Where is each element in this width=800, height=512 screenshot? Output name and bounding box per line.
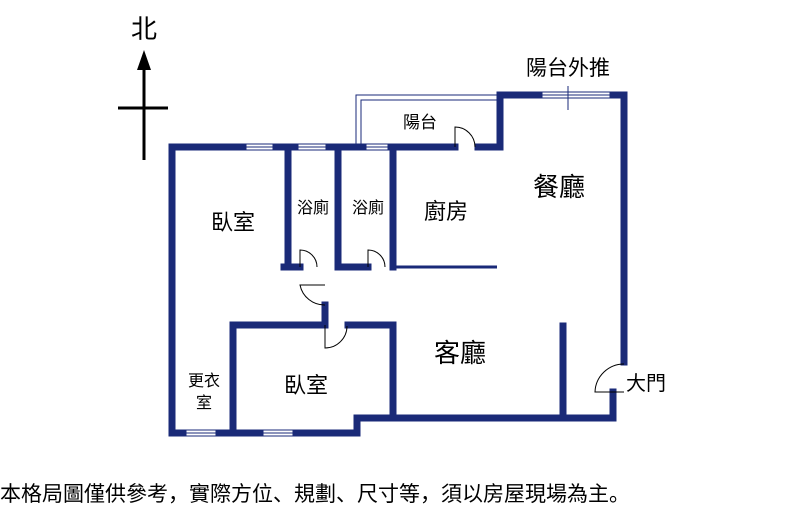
north-label: 北 — [131, 15, 157, 45]
label-balcony-push-out: 陽台外推 — [526, 56, 610, 80]
window-bath-1 — [297, 143, 327, 151]
door-bath-1 — [299, 249, 318, 268]
door-bedroom-2 — [324, 325, 348, 349]
label-living: 客廳 — [434, 339, 486, 369]
label-closet-line2: 室 — [196, 393, 212, 412]
door-main — [594, 363, 625, 393]
disclaimer-text: 本格局圖僅供參考，實際方位、規劃、尺寸等，須以房屋現場為主。 — [0, 482, 630, 506]
exterior-walls — [168, 91, 628, 437]
label-bath-2: 浴廁 — [352, 198, 384, 217]
balcony-rail — [355, 94, 500, 147]
window-bedroom-2 — [262, 429, 294, 437]
label-main-door: 大門 — [626, 371, 666, 395]
door-bedroom-1 — [299, 284, 326, 306]
label-bedroom-1: 臥室 — [211, 211, 255, 236]
window-bedroom-1 — [245, 143, 274, 151]
door-bath-2 — [367, 249, 386, 268]
floor-plan: 北 — [118, 15, 666, 437]
window-closet — [185, 429, 217, 437]
door-balcony — [454, 126, 476, 148]
label-closet-line1: 更衣 — [188, 371, 220, 390]
window-dining — [541, 86, 611, 110]
label-kitchen: 廚房 — [424, 200, 468, 225]
label-bath-1: 浴廁 — [297, 198, 329, 217]
window-bath-2 — [365, 143, 389, 151]
label-balcony: 陽台 — [403, 113, 437, 133]
north-arrow-icon — [118, 50, 168, 160]
label-dining: 餐廳 — [533, 173, 585, 203]
label-bedroom-2: 臥室 — [284, 374, 328, 399]
interior-walls — [229, 143, 567, 437]
